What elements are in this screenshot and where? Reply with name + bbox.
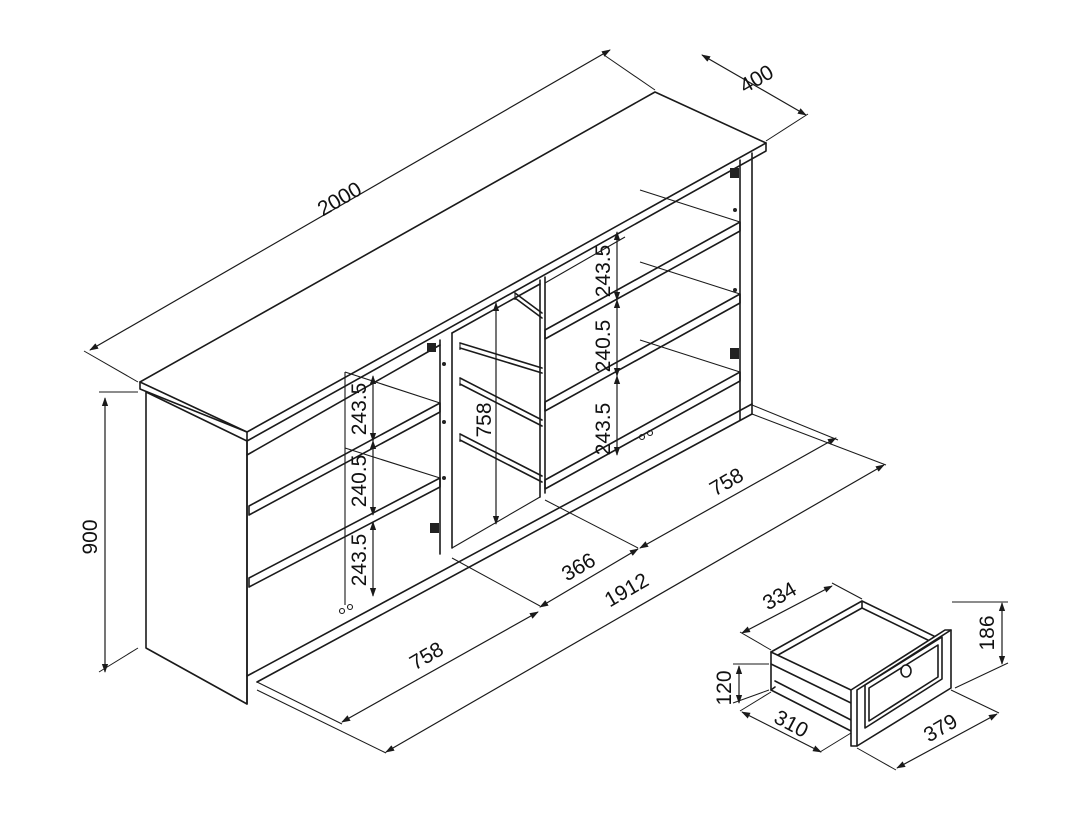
label-left-shelf-bottom: 243.5 bbox=[348, 534, 371, 587]
label-top-length: 2000 bbox=[314, 178, 366, 221]
label-left-shelf-top: 243.5 bbox=[348, 383, 371, 436]
label-right-shelf-top: 243.5 bbox=[592, 245, 615, 298]
label-right-shelf-mid: 240.5 bbox=[592, 320, 615, 373]
drawer bbox=[770, 600, 952, 747]
left-side-panel bbox=[145, 391, 248, 705]
dimension-lines bbox=[83, 49, 887, 754]
label-height: 900 bbox=[79, 519, 102, 554]
drawer-dimension-lines bbox=[732, 582, 1009, 771]
label-base-length: 1912 bbox=[601, 569, 653, 612]
drawer-knob-icon bbox=[900, 664, 912, 678]
label-right-width: 758 bbox=[706, 464, 748, 501]
label-drawer-front-width: 379 bbox=[920, 710, 962, 747]
label-right-shelf-bottom: 243.5 bbox=[592, 403, 615, 456]
label-left-shelf-mid: 240.5 bbox=[348, 455, 371, 508]
sideboard bbox=[139, 91, 767, 705]
label-drawer-height-outer: 186 bbox=[976, 615, 999, 650]
label-inner-height: 758 bbox=[473, 402, 496, 437]
label-top-depth: 400 bbox=[736, 61, 778, 98]
label-drawer-depth: 310 bbox=[770, 706, 812, 743]
label-middle-width: 366 bbox=[558, 549, 600, 586]
label-drawer-width: 334 bbox=[759, 577, 801, 615]
label-left-width: 758 bbox=[406, 638, 448, 675]
label-drawer-height-inner: 120 bbox=[713, 670, 736, 705]
